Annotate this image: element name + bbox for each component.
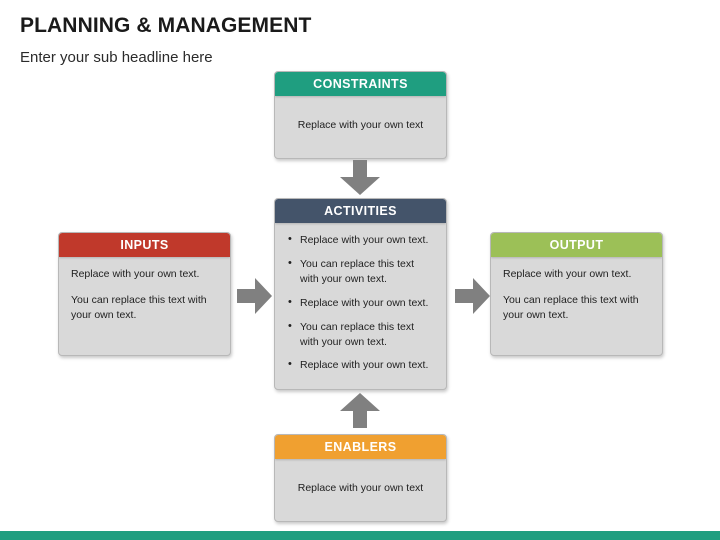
card-constraints-header: CONSTRAINTS [275, 72, 446, 96]
card-activities-body: Replace with your own text. You can repl… [275, 223, 446, 383]
card-inputs-paragraph: Replace with your own text. [71, 268, 200, 280]
arrow-right-icon-activities-to-output [455, 277, 491, 315]
card-activities[interactable]: ACTIVITIES Replace with your own text. Y… [274, 198, 447, 390]
page-title: PLANNING & MANAGEMENT [20, 14, 312, 37]
card-inputs[interactable]: INPUTS Replace with your own text. You c… [58, 232, 231, 356]
footer-accent-bar [0, 531, 720, 540]
card-constraints-text: Replace with your own text [297, 119, 424, 131]
card-output[interactable]: OUTPUT Replace with your own text. You c… [490, 232, 663, 356]
card-enablers-body: Replace with your own text [275, 459, 446, 506]
arrow-down-icon-constraints-to-activities [338, 160, 382, 196]
list-item: You can replace this text with your own … [287, 256, 434, 287]
arrow-right-icon-inputs-to-activities [237, 277, 273, 315]
card-inputs-header: INPUTS [59, 233, 230, 257]
activities-bullet-list: Replace with your own text. You can repl… [287, 232, 434, 373]
card-output-body: Replace with your own text. You can repl… [491, 257, 662, 334]
list-item: Replace with your own text. [287, 295, 434, 311]
card-activities-header: ACTIVITIES [275, 199, 446, 223]
card-output-paragraph: Replace with your own text. [503, 268, 632, 280]
list-item: Replace with your own text. [287, 357, 434, 373]
arrow-up-icon-enablers-to-activities [338, 393, 382, 429]
card-output-paragraph: You can replace this text with your own … [503, 294, 639, 322]
card-enablers-text: Replace with your own text [297, 482, 424, 494]
card-inputs-paragraph: You can replace this text with your own … [71, 294, 207, 322]
card-enablers[interactable]: ENABLERS Replace with your own text [274, 434, 447, 522]
card-enablers-header: ENABLERS [275, 435, 446, 459]
page-subtitle: Enter your sub headline here [20, 49, 213, 66]
list-item: Replace with your own text. [287, 232, 434, 248]
card-constraints-body: Replace with your own text [275, 96, 446, 143]
card-constraints[interactable]: CONSTRAINTS Replace with your own text [274, 71, 447, 159]
list-item: You can replace this text with your own … [287, 319, 434, 350]
card-output-header: OUTPUT [491, 233, 662, 257]
card-inputs-body: Replace with your own text. You can repl… [59, 257, 230, 334]
